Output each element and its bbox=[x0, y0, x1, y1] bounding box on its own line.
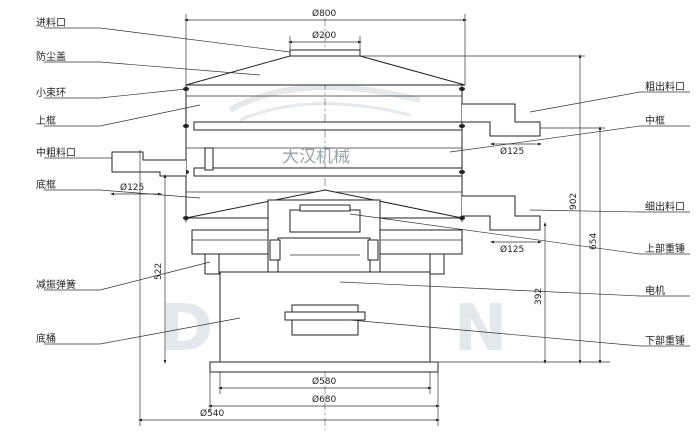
leaders-left bbox=[44, 27, 291, 345]
medium-outlet-pipe bbox=[111, 151, 186, 177]
dim-base-680: Ø680 bbox=[312, 394, 337, 405]
label-lower-weight: 下部重锤 bbox=[645, 334, 685, 347]
dim-bottom bbox=[137, 150, 441, 426]
dim-base-580: Ø580 bbox=[312, 376, 337, 387]
fine-outlet-pipe bbox=[462, 195, 541, 231]
label-motor: 电机 bbox=[645, 284, 665, 297]
label-dust-cover: 防尘盖 bbox=[36, 50, 66, 63]
base-barrel bbox=[209, 271, 439, 373]
dim-height-392: 392 bbox=[534, 288, 544, 305]
inlet-flange bbox=[289, 49, 361, 57]
brand-text: 大汉机械 bbox=[282, 147, 350, 167]
label-damping-spring: 减振弹簧 bbox=[36, 278, 76, 291]
dust-cover bbox=[185, 55, 466, 86]
label-fine-outlet: 细出料口 bbox=[645, 200, 685, 213]
dim-top bbox=[183, 14, 468, 85]
label-middle-frame: 中框 bbox=[645, 114, 665, 127]
label-upper-frame: 上框 bbox=[36, 114, 56, 127]
label-small-clamp: 小束环 bbox=[36, 87, 66, 99]
leaders-right bbox=[339, 91, 690, 347]
label-bottom-frame: 底框 bbox=[36, 178, 56, 191]
dim-top-width: Ø800 bbox=[312, 8, 337, 19]
dim-verticals bbox=[163, 53, 610, 365]
dim-coarse-outlet: Ø125 bbox=[500, 146, 524, 157]
label-medium-outlet: 中粗料口 bbox=[36, 146, 76, 159]
dim-height-522: 522 bbox=[154, 263, 164, 280]
dim-fine-outlet: Ø125 bbox=[500, 244, 524, 255]
dim-total-height: 902 bbox=[569, 193, 579, 210]
label-coarse-outlet: 粗出料口 bbox=[645, 80, 685, 93]
dim-height-654: 654 bbox=[589, 233, 599, 250]
label-inlet: 进料口 bbox=[36, 16, 66, 29]
dim-inlet-dia: Ø200 bbox=[312, 30, 337, 41]
label-base-barrel: 底桶 bbox=[36, 332, 56, 345]
label-upper-weight: 上部重锤 bbox=[645, 242, 685, 255]
dim-base-540: Ø540 bbox=[200, 408, 225, 419]
coarse-outlet-pipe bbox=[462, 103, 541, 137]
dim-medium-outlet: Ø125 bbox=[120, 182, 144, 193]
watermark-logo bbox=[228, 84, 421, 122]
